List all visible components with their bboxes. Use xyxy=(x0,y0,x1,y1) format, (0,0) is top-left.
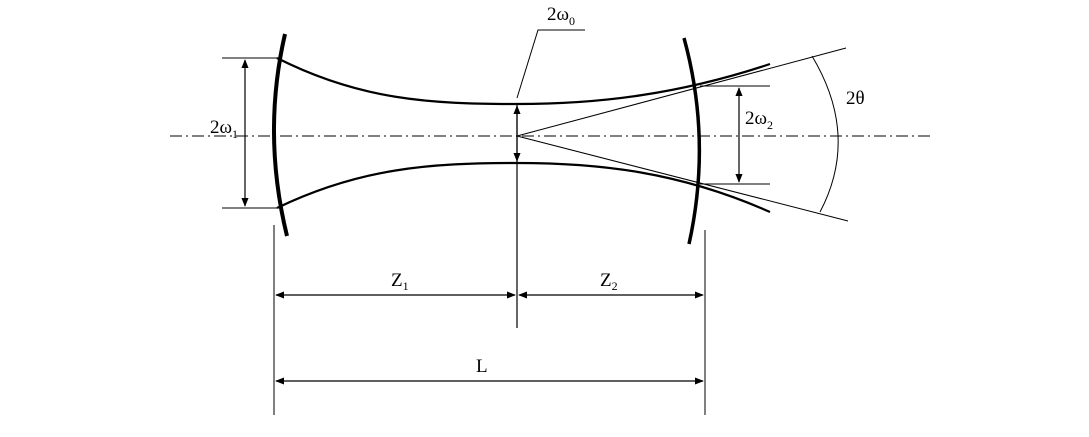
label-2w0: 2ω0 xyxy=(547,4,575,28)
divergence-angle-arc xyxy=(811,55,839,213)
label-length: L xyxy=(476,356,488,377)
beam-envelope-upper xyxy=(276,57,771,106)
asymptote-lower xyxy=(516,135,849,222)
asymptote-upper xyxy=(516,47,847,137)
label-2theta: 2θ xyxy=(846,88,865,109)
label-2w1: 2ω1 xyxy=(210,117,238,141)
right-mirror xyxy=(682,37,702,245)
label-z1: Z1 xyxy=(391,270,409,293)
waist-label-leader xyxy=(516,29,585,99)
label-z2: Z2 xyxy=(600,270,618,293)
label-2w2: 2ω2 xyxy=(745,108,773,132)
